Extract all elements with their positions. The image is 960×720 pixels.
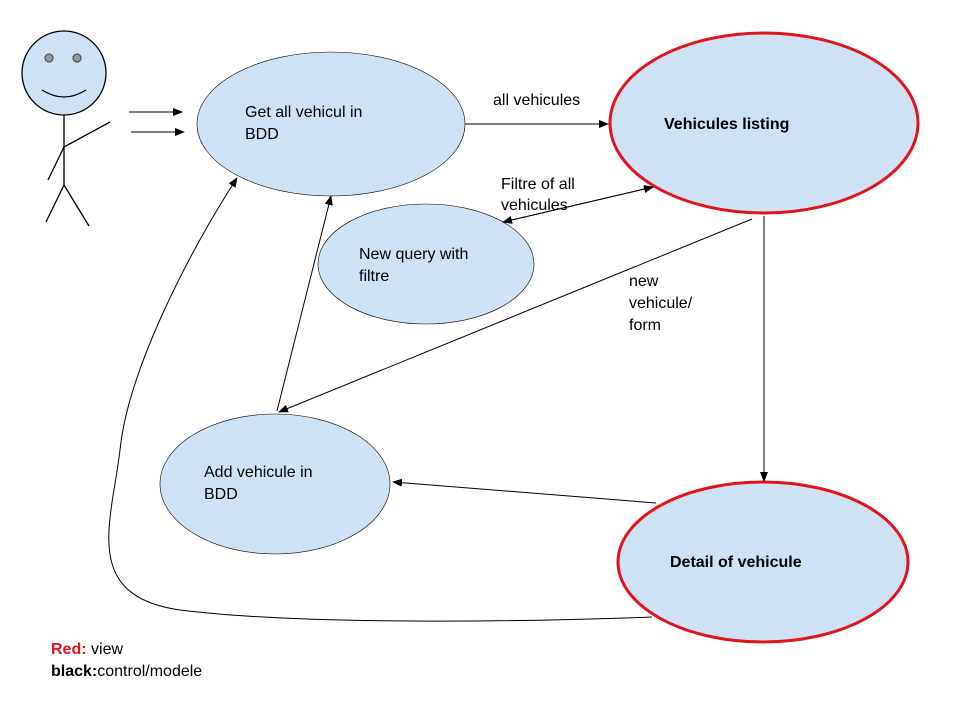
- edge-label-new-vehicule-1: new: [629, 273, 659, 290]
- node-new-query-filtre: [317, 203, 535, 325]
- edge-detail-to-add: [392, 478, 657, 504]
- node-get-all-vehicul: [196, 51, 466, 197]
- node-detail-label: Detail of vehicule: [670, 554, 802, 571]
- legend-black: black:control/modele: [51, 661, 202, 683]
- node-vehicules-listing: [608, 31, 920, 215]
- node-get-all-label-2: BDD: [245, 126, 279, 143]
- legend-red-value: view: [86, 641, 124, 658]
- edge-detail-to-get-all: [108, 177, 653, 622]
- node-get-all-label-1: Get all vehicul in: [245, 104, 363, 121]
- node-query-label-2: filtre: [359, 268, 390, 285]
- edge-label-filtre-2: vehicules: [501, 197, 568, 214]
- node-add-label-2: BDD: [204, 486, 238, 503]
- node-query-label-1: New query with: [359, 246, 469, 263]
- legend-red: Red: view: [51, 639, 123, 661]
- edge-query-to-get-all: [276, 195, 333, 412]
- node-add-label-1: Add vehicule in: [204, 464, 313, 481]
- edge-label-new-vehicule-2: vehicule/: [629, 295, 693, 312]
- node-detail-vehicule: [616, 480, 910, 644]
- node-listing-label: Vehicules listing: [664, 116, 790, 133]
- edge-listing-to-add: [278, 218, 753, 413]
- edge-label-all-vehicules: all vehicules: [493, 92, 581, 109]
- legend-red-key: Red:: [51, 641, 87, 658]
- actor-stick-figure-icon: [21, 30, 111, 227]
- legend-black-key: black:: [51, 663, 98, 680]
- edge-label-new-vehicule-3: form: [629, 317, 661, 334]
- legend-black-value: control/modele: [97, 663, 203, 680]
- edge-label-filtre-1: Filtre of all: [501, 176, 575, 193]
- edge-filtre-to-query: [502, 186, 654, 224]
- node-add-vehicule: [159, 413, 391, 555]
